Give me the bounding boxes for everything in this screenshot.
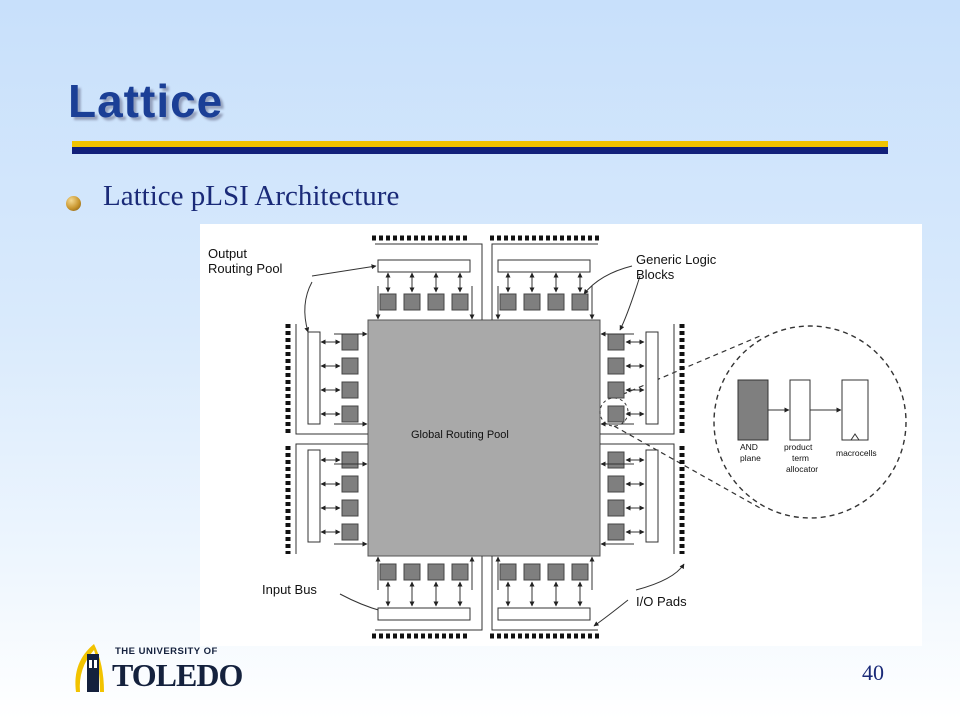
- tower-emblem-icon: [75, 644, 104, 692]
- generic-logic-block: [547, 563, 565, 581]
- generic-logic-block: [341, 523, 359, 541]
- logo-big-text: TOLEDO: [112, 657, 243, 693]
- generic-logic-block: [499, 293, 517, 311]
- global-routing-pool: [367, 319, 601, 557]
- generic-logic-block: [379, 293, 397, 311]
- output-routing-pool-box: [377, 607, 471, 621]
- generic-logic-block: [607, 523, 625, 541]
- output-routing-pool-box: [307, 449, 321, 543]
- generic-logic-block: [607, 451, 625, 469]
- io-pads-callout: [593, 599, 629, 627]
- output-routing-pool-box: [497, 607, 591, 621]
- generic-logic-block: [547, 293, 565, 311]
- generic-logic-blocks-callout: [583, 265, 633, 295]
- generic-logic-block: [379, 563, 397, 581]
- pLSI-architecture-diagram: Output Routing Pool Generic Logic Blocks…: [200, 224, 922, 646]
- routing-rail-bottom: [375, 556, 598, 631]
- generic-logic-block: [607, 333, 625, 351]
- global-routing-pool-label: Global Routing Pool: [411, 429, 509, 441]
- generic-logic-block: [499, 563, 517, 581]
- output-routing-pool-box: [307, 331, 321, 425]
- generic-logic-block: [341, 451, 359, 469]
- generic-logic-blocks-callout-2: [619, 275, 641, 331]
- generic-logic-block: [523, 563, 541, 581]
- generic-logic-block: [607, 381, 625, 399]
- pta-label-line2: term: [792, 453, 809, 463]
- routing-rail-right: [600, 324, 675, 554]
- zoom-guide-bottom: [613, 425, 761, 509]
- generic-logic-block: [607, 475, 625, 493]
- generic-logic-block: [607, 405, 625, 423]
- university-logo: THE UNIVERSITY OF TOLEDO: [70, 640, 243, 696]
- generic-logic-block: [607, 357, 625, 375]
- output-routing-pool-box: [377, 259, 471, 273]
- generic-logic-block: [403, 293, 421, 311]
- generic-logic-block: [403, 563, 421, 581]
- product-term-allocator-block: [789, 379, 811, 441]
- macrocells-label: macrocells: [836, 448, 877, 458]
- generic-logic-block: [523, 293, 541, 311]
- routing-rail-top: [375, 243, 598, 320]
- generic-logic-block: [341, 333, 359, 351]
- svg-text:product term a: product term allocator: [784, 442, 818, 474]
- bullet-text: Lattice pLSI Architecture: [103, 180, 400, 212]
- title-rule-navy: [72, 147, 888, 154]
- generic-logic-block: [341, 381, 359, 399]
- generic-logic-block: [341, 357, 359, 375]
- pta-label-line3: allocator: [786, 464, 818, 474]
- and-plane-label-line2: plane: [740, 453, 761, 463]
- output-routing-pool-box: [497, 259, 591, 273]
- input-bus-label: Input Bus: [262, 582, 317, 597]
- logo-small-text: THE UNIVERSITY OF: [115, 646, 218, 657]
- generic-logic-block: [341, 405, 359, 423]
- title-rule-gold: [72, 141, 888, 147]
- generic-logic-block: [451, 293, 469, 311]
- pta-label-line1: product: [784, 442, 813, 452]
- generic-logic-block: [451, 563, 469, 581]
- zoom-detail-circle: [713, 325, 907, 519]
- svg-text:AND plane: AND plane: [740, 442, 761, 463]
- svg-text:Output Routing Pool: Output Routing Pool: [208, 246, 283, 276]
- output-routing-pool-label-line1: Output: [208, 246, 247, 261]
- generic-logic-block: [427, 563, 445, 581]
- svg-text:Generic Logic Blocks: Generic Logic Blocks: [636, 252, 720, 282]
- generic-logic-block: [341, 499, 359, 517]
- io-pads-label: I/O Pads: [636, 594, 687, 609]
- generic-logic-block: [571, 563, 589, 581]
- macrocells-block: [841, 379, 869, 441]
- and-plane-label-line1: AND: [740, 442, 758, 452]
- generic-logic-block: [341, 475, 359, 493]
- generic-logic-block: [571, 293, 589, 311]
- output-routing-pool-callout-2: [304, 281, 313, 333]
- output-routing-pool-label-line2: Routing Pool: [208, 261, 283, 276]
- generic-logic-blocks-label-line1: Generic Logic: [636, 252, 717, 267]
- io-pads-callout-2: [635, 563, 685, 591]
- output-routing-pool-box: [645, 331, 659, 425]
- bullet-icon: [66, 196, 81, 211]
- generic-logic-block: [607, 499, 625, 517]
- output-routing-pool-box: [645, 449, 659, 543]
- slide-title: Lattice: [68, 75, 224, 127]
- output-routing-pool-callout: [311, 264, 377, 277]
- page-number: 40: [862, 660, 884, 685]
- macrocell-clock-mark: [850, 433, 860, 441]
- routing-rail-left: [295, 324, 368, 554]
- generic-logic-block: [427, 293, 445, 311]
- and-plane-block: [737, 379, 769, 441]
- generic-logic-blocks-label-line2: Blocks: [636, 267, 675, 282]
